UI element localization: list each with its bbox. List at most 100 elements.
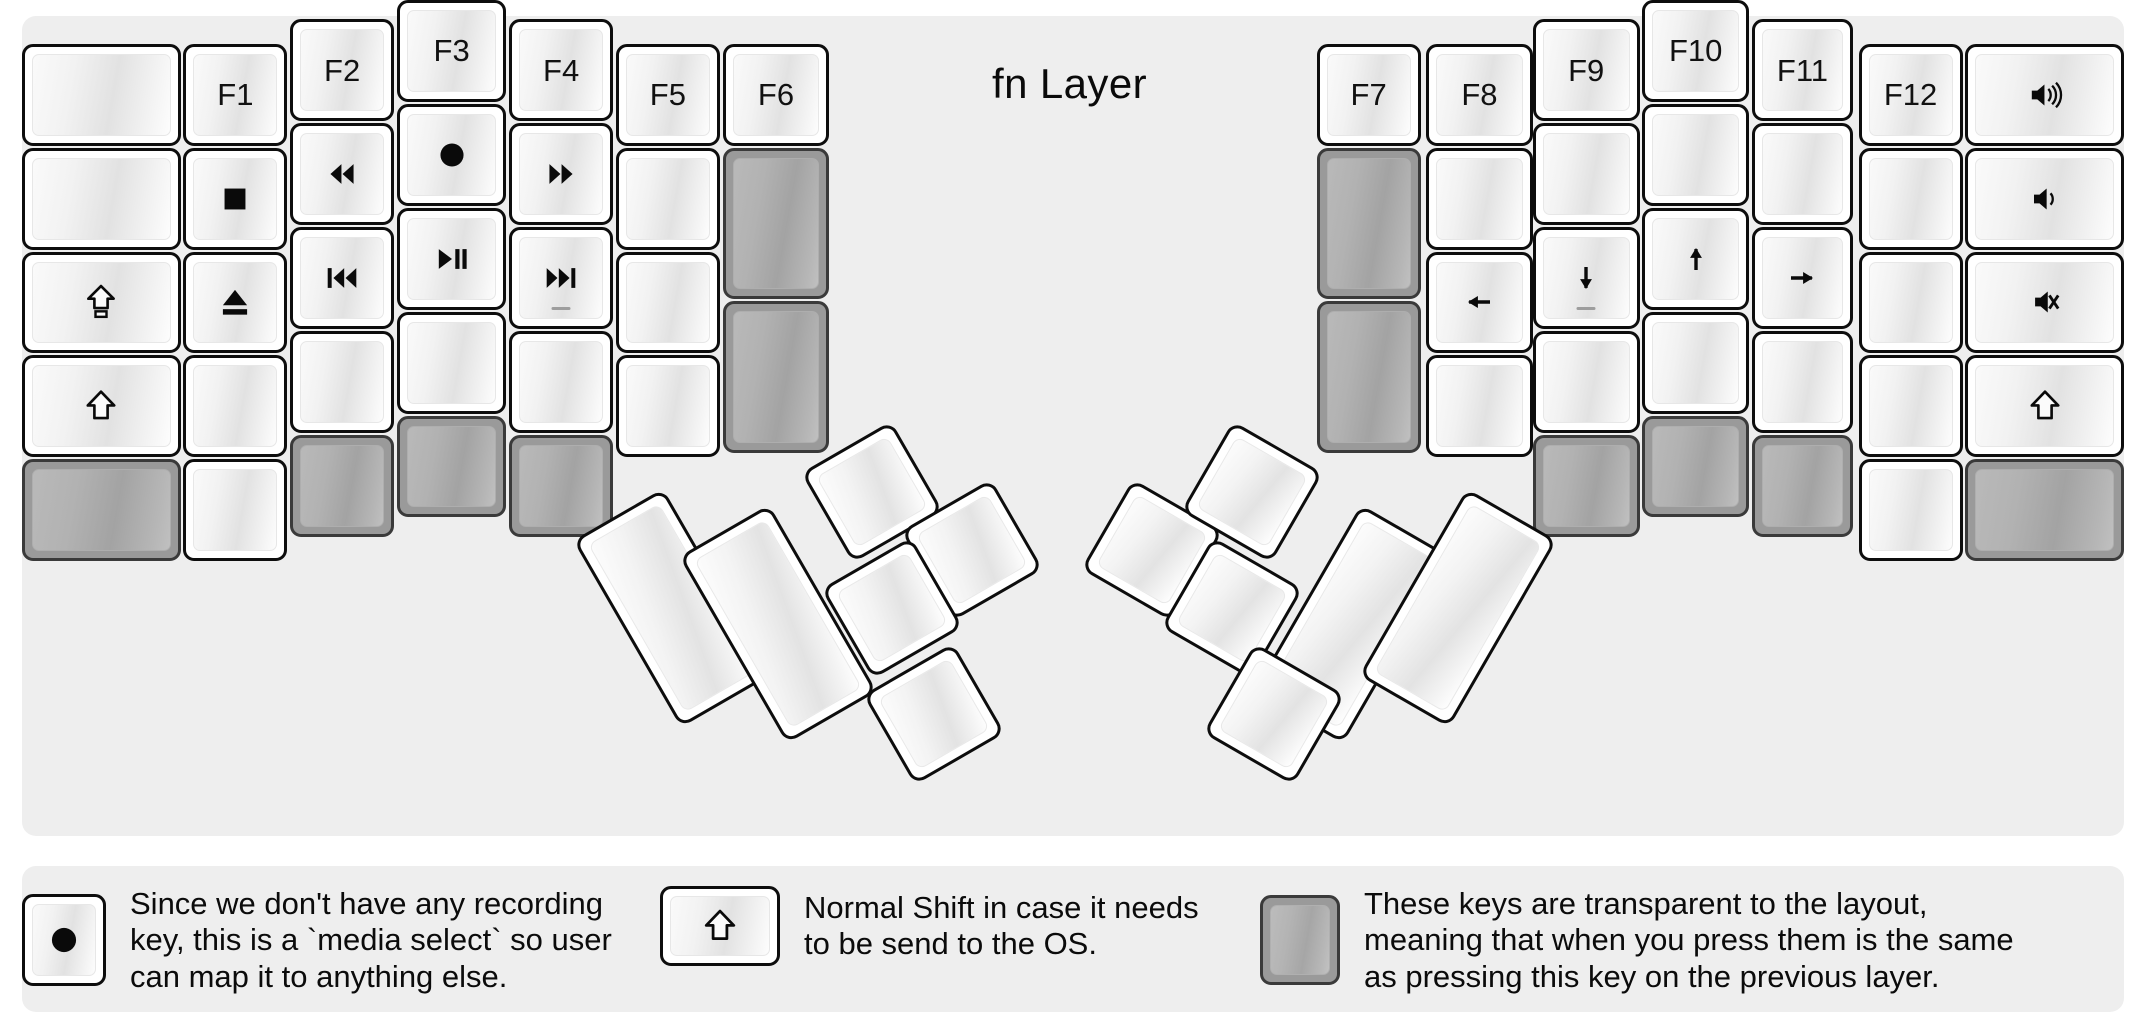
key-media-fast-forward[interactable]: [509, 123, 614, 225]
key-f5[interactable]: F5: [615, 43, 720, 146]
key-blank-6[interactable]: [396, 311, 507, 414]
key-f9[interactable]: F9: [1532, 19, 1640, 122]
key-transparent-10[interactable]: [1642, 415, 1750, 518]
key-media-prev-track[interactable]: [290, 226, 395, 329]
key-blank-14[interactable]: [1532, 330, 1640, 433]
key-blank-15[interactable]: [1642, 103, 1750, 206]
keycap-face: [31, 365, 171, 448]
key-label: F5: [649, 77, 686, 113]
keycap-face: F7: [1326, 53, 1411, 136]
key-caps-shift[interactable]: [21, 251, 181, 354]
key-subtick: [551, 306, 571, 310]
key-blank-1[interactable]: [21, 43, 181, 146]
keycap-face: F12: [1868, 53, 1953, 136]
key-blank-7[interactable]: [509, 330, 614, 433]
keycap-face: [193, 261, 278, 344]
key-transparent-9[interactable]: [1532, 434, 1640, 537]
keycap-face: [732, 157, 820, 290]
key-f12[interactable]: F12: [1858, 43, 1963, 146]
key-blank-18[interactable]: [1751, 330, 1854, 433]
key-transparent-5[interactable]: [722, 147, 830, 300]
keycap-face: [625, 261, 710, 344]
key-blank-11[interactable]: [1426, 147, 1533, 250]
arrow-down-icon: [1564, 256, 1608, 300]
keycap-face: [193, 365, 278, 448]
keycap-face: [732, 311, 820, 443]
key-f2[interactable]: F2: [290, 19, 395, 122]
key-blank-19[interactable]: [1858, 147, 1963, 250]
key-blank-20[interactable]: [1858, 251, 1963, 354]
keycap-face: F8: [1436, 53, 1523, 136]
keycap-face: [31, 469, 171, 552]
key-blank-16[interactable]: [1642, 311, 1750, 414]
key-f6[interactable]: F6: [722, 43, 830, 146]
key-transparent-8[interactable]: [1316, 301, 1421, 453]
key-f7[interactable]: F7: [1316, 43, 1421, 146]
keycap-face: [519, 444, 604, 527]
key-f3[interactable]: F3: [396, 0, 507, 102]
key-media-rewind[interactable]: [290, 123, 395, 225]
key-f8[interactable]: F8: [1426, 43, 1533, 146]
keycap-face: F10: [1652, 10, 1740, 92]
shift-icon: [2023, 384, 2067, 428]
keycap-face: [1975, 261, 2115, 344]
key-arrow-down[interactable]: [1532, 226, 1640, 329]
keycap-face: [1975, 157, 2115, 240]
key-blank-3[interactable]: [183, 355, 288, 458]
key-transparent-4[interactable]: [509, 434, 614, 537]
key-arrow-up[interactable]: [1642, 207, 1750, 310]
key-transparent-2[interactable]: [290, 434, 395, 537]
legend-media-select-text: Since we don't have any recording key, t…: [130, 886, 612, 994]
key-blank-4[interactable]: [183, 459, 288, 562]
key-f11[interactable]: F11: [1751, 19, 1854, 122]
key-volume-down[interactable]: [1965, 147, 2125, 250]
key-transparent-6[interactable]: [722, 301, 830, 453]
key-volume-mute[interactable]: [1965, 251, 2125, 354]
keycap-face: [1868, 157, 1953, 240]
key-transparent-11[interactable]: [1751, 434, 1854, 537]
keycap-face: [1868, 261, 1953, 344]
key-shift[interactable]: [21, 355, 181, 458]
key-blank-9[interactable]: [615, 251, 720, 354]
volume-up-icon: [2023, 73, 2067, 117]
key-blank-21[interactable]: [1858, 355, 1963, 458]
key-media-select[interactable]: [396, 103, 507, 206]
key-blank-2[interactable]: [21, 147, 181, 250]
key-shift-r[interactable]: [1965, 355, 2125, 458]
key-label: F9: [1568, 52, 1605, 88]
legend-panel: [22, 866, 2124, 1012]
keycap-face: [1975, 469, 2115, 552]
keycap-face: [1542, 133, 1630, 215]
keycap-face: [1542, 444, 1630, 527]
key-transparent-1[interactable]: [21, 459, 181, 562]
keycap-face: [300, 236, 385, 319]
key-blank-22[interactable]: [1858, 459, 1963, 562]
key-label: F1: [217, 77, 254, 113]
key-media-play-pause[interactable]: [396, 207, 507, 310]
key-blank-5[interactable]: [290, 330, 395, 433]
key-blank-17[interactable]: [1751, 123, 1854, 225]
key-media-eject[interactable]: [183, 251, 288, 354]
key-blank-12[interactable]: [1426, 355, 1533, 458]
key-blank-8[interactable]: [615, 147, 720, 250]
key-volume-up[interactable]: [1965, 43, 2125, 146]
key-arrow-right[interactable]: [1751, 226, 1854, 329]
key-media-stop[interactable]: [183, 147, 288, 250]
arrow-left-icon: [1457, 280, 1501, 324]
keycap-face: [32, 904, 96, 977]
keycap-face: [625, 157, 710, 240]
key-transparent-3[interactable]: [396, 415, 507, 518]
key-f1[interactable]: F1: [183, 43, 288, 146]
key-transparent-7[interactable]: [1316, 147, 1421, 300]
key-blank-13[interactable]: [1532, 123, 1640, 225]
rewind-icon: [320, 152, 364, 196]
key-f4[interactable]: F4: [509, 19, 614, 122]
key-media-next-track[interactable]: [509, 226, 614, 329]
keycap-face: F1: [193, 53, 278, 136]
key-transparent-12[interactable]: [1965, 459, 2125, 562]
key-blank-10[interactable]: [615, 355, 720, 458]
key-arrow-left[interactable]: [1426, 251, 1533, 354]
key-f10[interactable]: F10: [1642, 0, 1750, 102]
play-pause-icon: [430, 237, 474, 281]
